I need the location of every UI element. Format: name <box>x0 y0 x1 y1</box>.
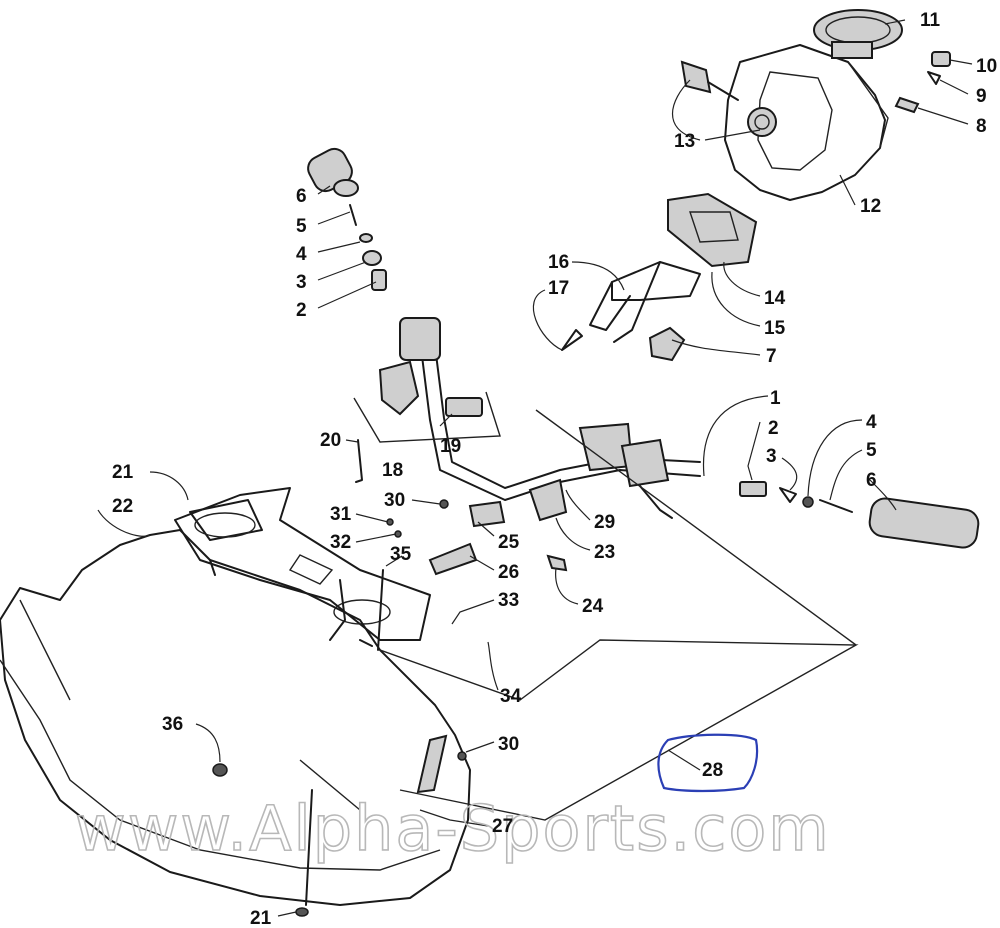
callout-23: 23 <box>594 542 615 563</box>
handlebar <box>307 147 980 576</box>
callout-2-left: 2 <box>296 300 307 321</box>
instrument-housing <box>680 9 951 201</box>
mount-bracket <box>561 192 758 362</box>
callout-20: 20 <box>320 430 341 451</box>
callout-12: 12 <box>860 196 881 217</box>
callout-2-right: 2 <box>768 418 779 439</box>
callout-36: 36 <box>162 714 183 735</box>
callout-16: 16 <box>548 252 569 273</box>
callout-25: 25 <box>498 532 520 553</box>
callout-29: 29 <box>594 512 615 533</box>
callout-30-upper: 30 <box>384 490 405 511</box>
callout-15: 15 <box>764 318 786 339</box>
callout-14: 14 <box>764 288 786 309</box>
callout-34: 34 <box>500 686 522 707</box>
callout-3-left: 3 <box>296 272 307 293</box>
callout-13: 13 <box>674 131 695 152</box>
callout-4-right: 4 <box>866 412 877 433</box>
callout-21-upper: 21 <box>112 462 134 483</box>
callout-8: 8 <box>976 116 987 137</box>
callout-7: 7 <box>766 346 777 367</box>
callout-18: 18 <box>382 460 403 481</box>
callout-33: 33 <box>498 590 519 611</box>
callout-11: 11 <box>920 10 941 31</box>
callout-6-right: 6 <box>866 470 877 491</box>
callout-17: 17 <box>548 278 569 299</box>
callout-4-left: 4 <box>296 244 307 265</box>
callout-1: 1 <box>770 388 781 409</box>
callout-22: 22 <box>112 496 133 517</box>
callout-5-left: 5 <box>296 216 307 237</box>
watermark-text: www.Alpha-Sports.com <box>75 792 831 865</box>
callout-21-lower: 21 <box>250 908 272 928</box>
callout-labels: 11 10 9 8 13 12 6 5 4 3 2 16 17 14 15 7 … <box>112 10 997 928</box>
callout-28: 28 <box>702 760 723 781</box>
frame-bracket <box>174 487 431 651</box>
callout-10: 10 <box>976 56 997 77</box>
callout-3-right: 3 <box>766 446 777 467</box>
highlight-circle <box>657 733 759 793</box>
callout-19: 19 <box>440 436 461 457</box>
callout-6-left: 6 <box>296 186 307 207</box>
hood-panel <box>0 409 859 917</box>
callout-31: 31 <box>330 504 352 525</box>
callout-24: 24 <box>582 596 604 617</box>
callout-27: 27 <box>492 816 513 837</box>
callout-26: 26 <box>498 562 519 583</box>
leader-lines <box>97 19 973 917</box>
callout-30-lower: 30 <box>498 734 519 755</box>
callout-35: 35 <box>390 544 412 565</box>
callout-9-upper: 9 <box>976 86 987 107</box>
callout-5-right: 5 <box>866 440 877 461</box>
callout-32: 32 <box>330 532 351 553</box>
